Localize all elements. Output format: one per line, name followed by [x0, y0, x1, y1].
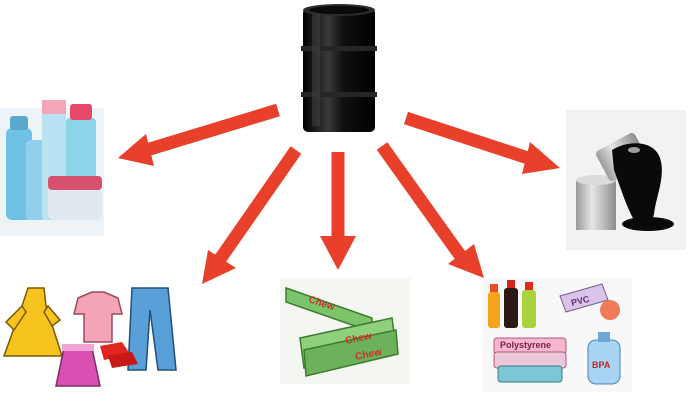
gum-icon: Chew Chew Chew: [280, 278, 410, 384]
arrow-to-gum: [320, 152, 356, 270]
arrows: [118, 103, 560, 284]
bottles-icon: [0, 100, 104, 236]
plastics-icon: PVC Polystyrene BPA: [482, 278, 632, 392]
arrow-to-paint: [403, 111, 560, 174]
arrow-to-plastics: [376, 142, 484, 278]
gum-label: Chew: [344, 331, 373, 347]
gum-label: Chew: [354, 347, 383, 363]
clothes-icon: [2, 287, 177, 387]
plastic-label: BPA: [592, 360, 611, 370]
plastic-label: PVC: [570, 294, 591, 308]
paint-can-icon: [566, 110, 686, 250]
arrow-to-cosmetics: [118, 103, 280, 166]
arrow-to-clothing: [202, 146, 302, 284]
barrel-icon: [301, 4, 377, 132]
plastic-label: Polystyrene: [500, 340, 551, 350]
